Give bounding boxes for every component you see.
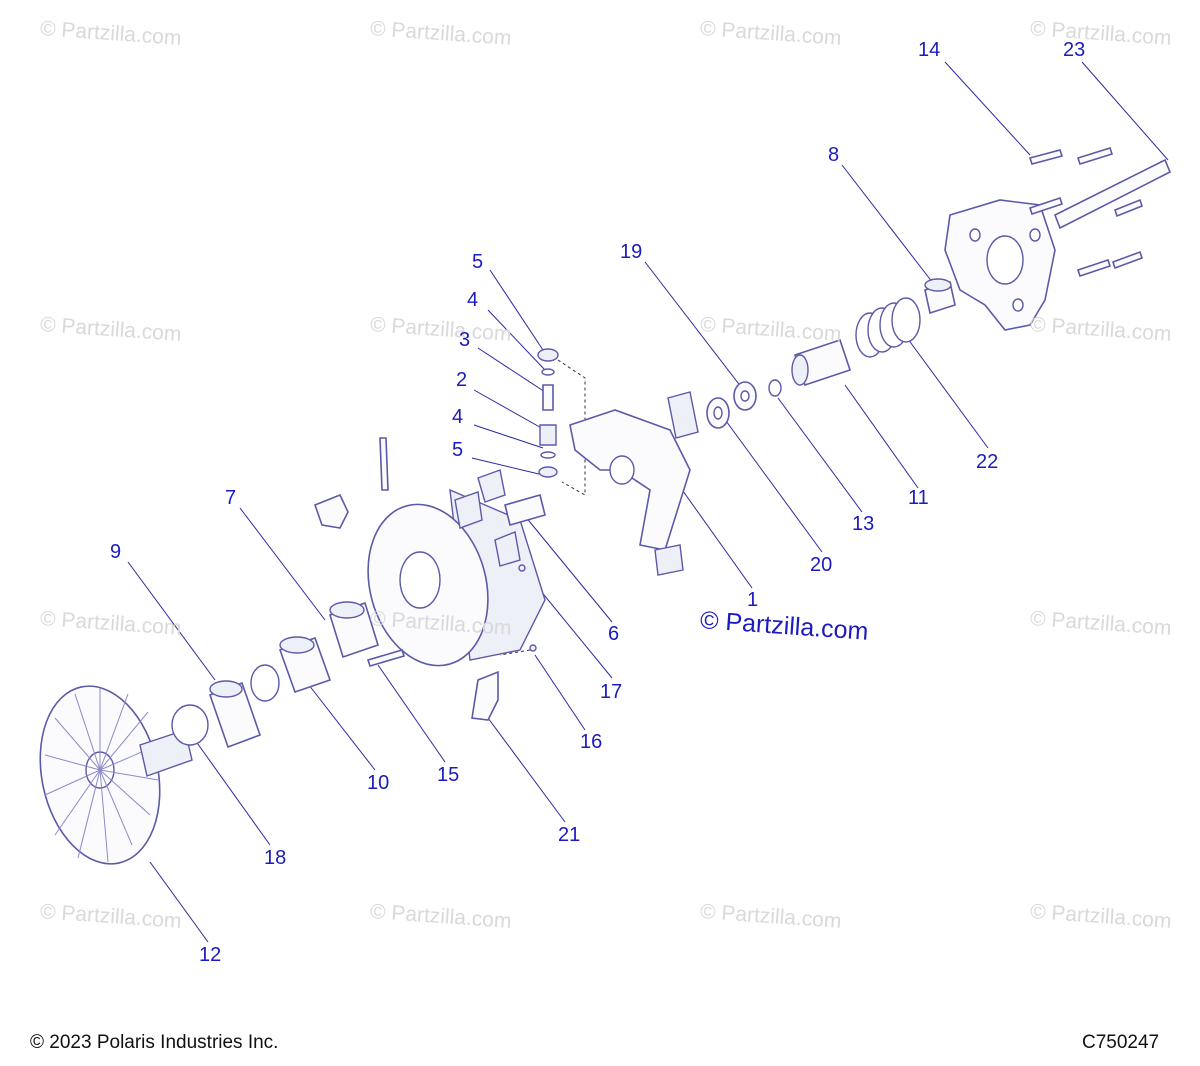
callout-22: 22 [976,451,999,473]
callout-5-top: 5 [472,251,484,273]
leader-4b [473,424,544,449]
diagram-code: C750247 [1082,1032,1160,1053]
bracket-upper [477,469,506,503]
leader-18 [194,739,271,846]
leader-8 [841,164,937,288]
callout-14: 14 [918,39,941,61]
callout-17: 17 [600,681,623,703]
callout-21: 21 [558,824,581,846]
leader-4a [487,309,546,371]
callout-18: 18 [264,847,287,869]
part-11-spacer [791,338,852,387]
callout-5-bottom: 5 [452,439,464,461]
part-12-fixed-sheave [39,685,193,865]
leader-5a [489,269,544,351]
callout-13: 13 [852,513,875,535]
part-14-bolts [1028,147,1144,278]
callout-8: 8 [828,144,840,166]
leader-10 [304,679,376,771]
callout-20: 20 [810,554,833,576]
callout-12: 12 [199,944,222,966]
part-23-long-bolt [1053,158,1172,230]
leader-3 [477,347,546,393]
part-ring-a [250,664,280,702]
leader-16 [534,654,586,731]
part-21-weight [471,670,499,721]
part-13-ring [768,379,782,397]
callout-4-bottom: 4 [452,406,464,428]
leader-11 [844,384,919,489]
callout-10: 10 [367,772,390,794]
callout-19: 19 [620,241,643,263]
part-7-bushing [329,601,379,659]
part-22-spring [855,297,921,358]
part-6-roller [504,494,546,526]
callout-3: 3 [459,329,471,351]
leader-lines [127,61,1169,943]
part-17-ball [518,564,526,572]
callout-6: 6 [608,623,620,645]
callout-4-top: 4 [467,289,479,311]
leader-14 [944,61,1031,156]
leader-19 [644,261,746,393]
part-1-spider [569,391,699,576]
leader-15 [377,664,446,763]
leader-12 [149,861,209,943]
callout-9: 9 [110,541,122,563]
leader-7 [239,507,326,621]
leader-13 [777,397,863,513]
callout-11: 11 [908,487,929,509]
part-8-bushing [924,278,956,315]
callout-23: 23 [1063,39,1086,61]
leader-22 [904,334,989,449]
callout-16: 16 [580,731,603,753]
part-20-washer [706,397,730,429]
callout-7: 7 [225,487,237,509]
callout-15: 15 [437,764,460,786]
bolt-vertical [379,437,389,491]
copyright-text: © 2023 Polaris Industries Inc. [30,1032,279,1053]
part-10-bushing [278,636,332,694]
leader-2 [473,389,546,431]
moveable-sheave [367,488,546,667]
part-19-washer [733,381,757,411]
callout-2: 2 [456,369,468,391]
part-16-ball [529,644,537,652]
part-15-pin [366,649,406,667]
leader-20 [717,409,823,553]
part-9-bushing [208,680,262,749]
leader-5b [471,457,544,476]
leader-9 [127,561,216,681]
callout-1: 1 [747,589,759,611]
leader-23 [1081,61,1169,161]
weight-upper [313,493,349,529]
part-18-ring [171,704,209,746]
leader-6 [519,509,613,623]
roller-stack [537,348,559,478]
spider-cover [944,199,1056,331]
leader-21 [487,717,566,823]
